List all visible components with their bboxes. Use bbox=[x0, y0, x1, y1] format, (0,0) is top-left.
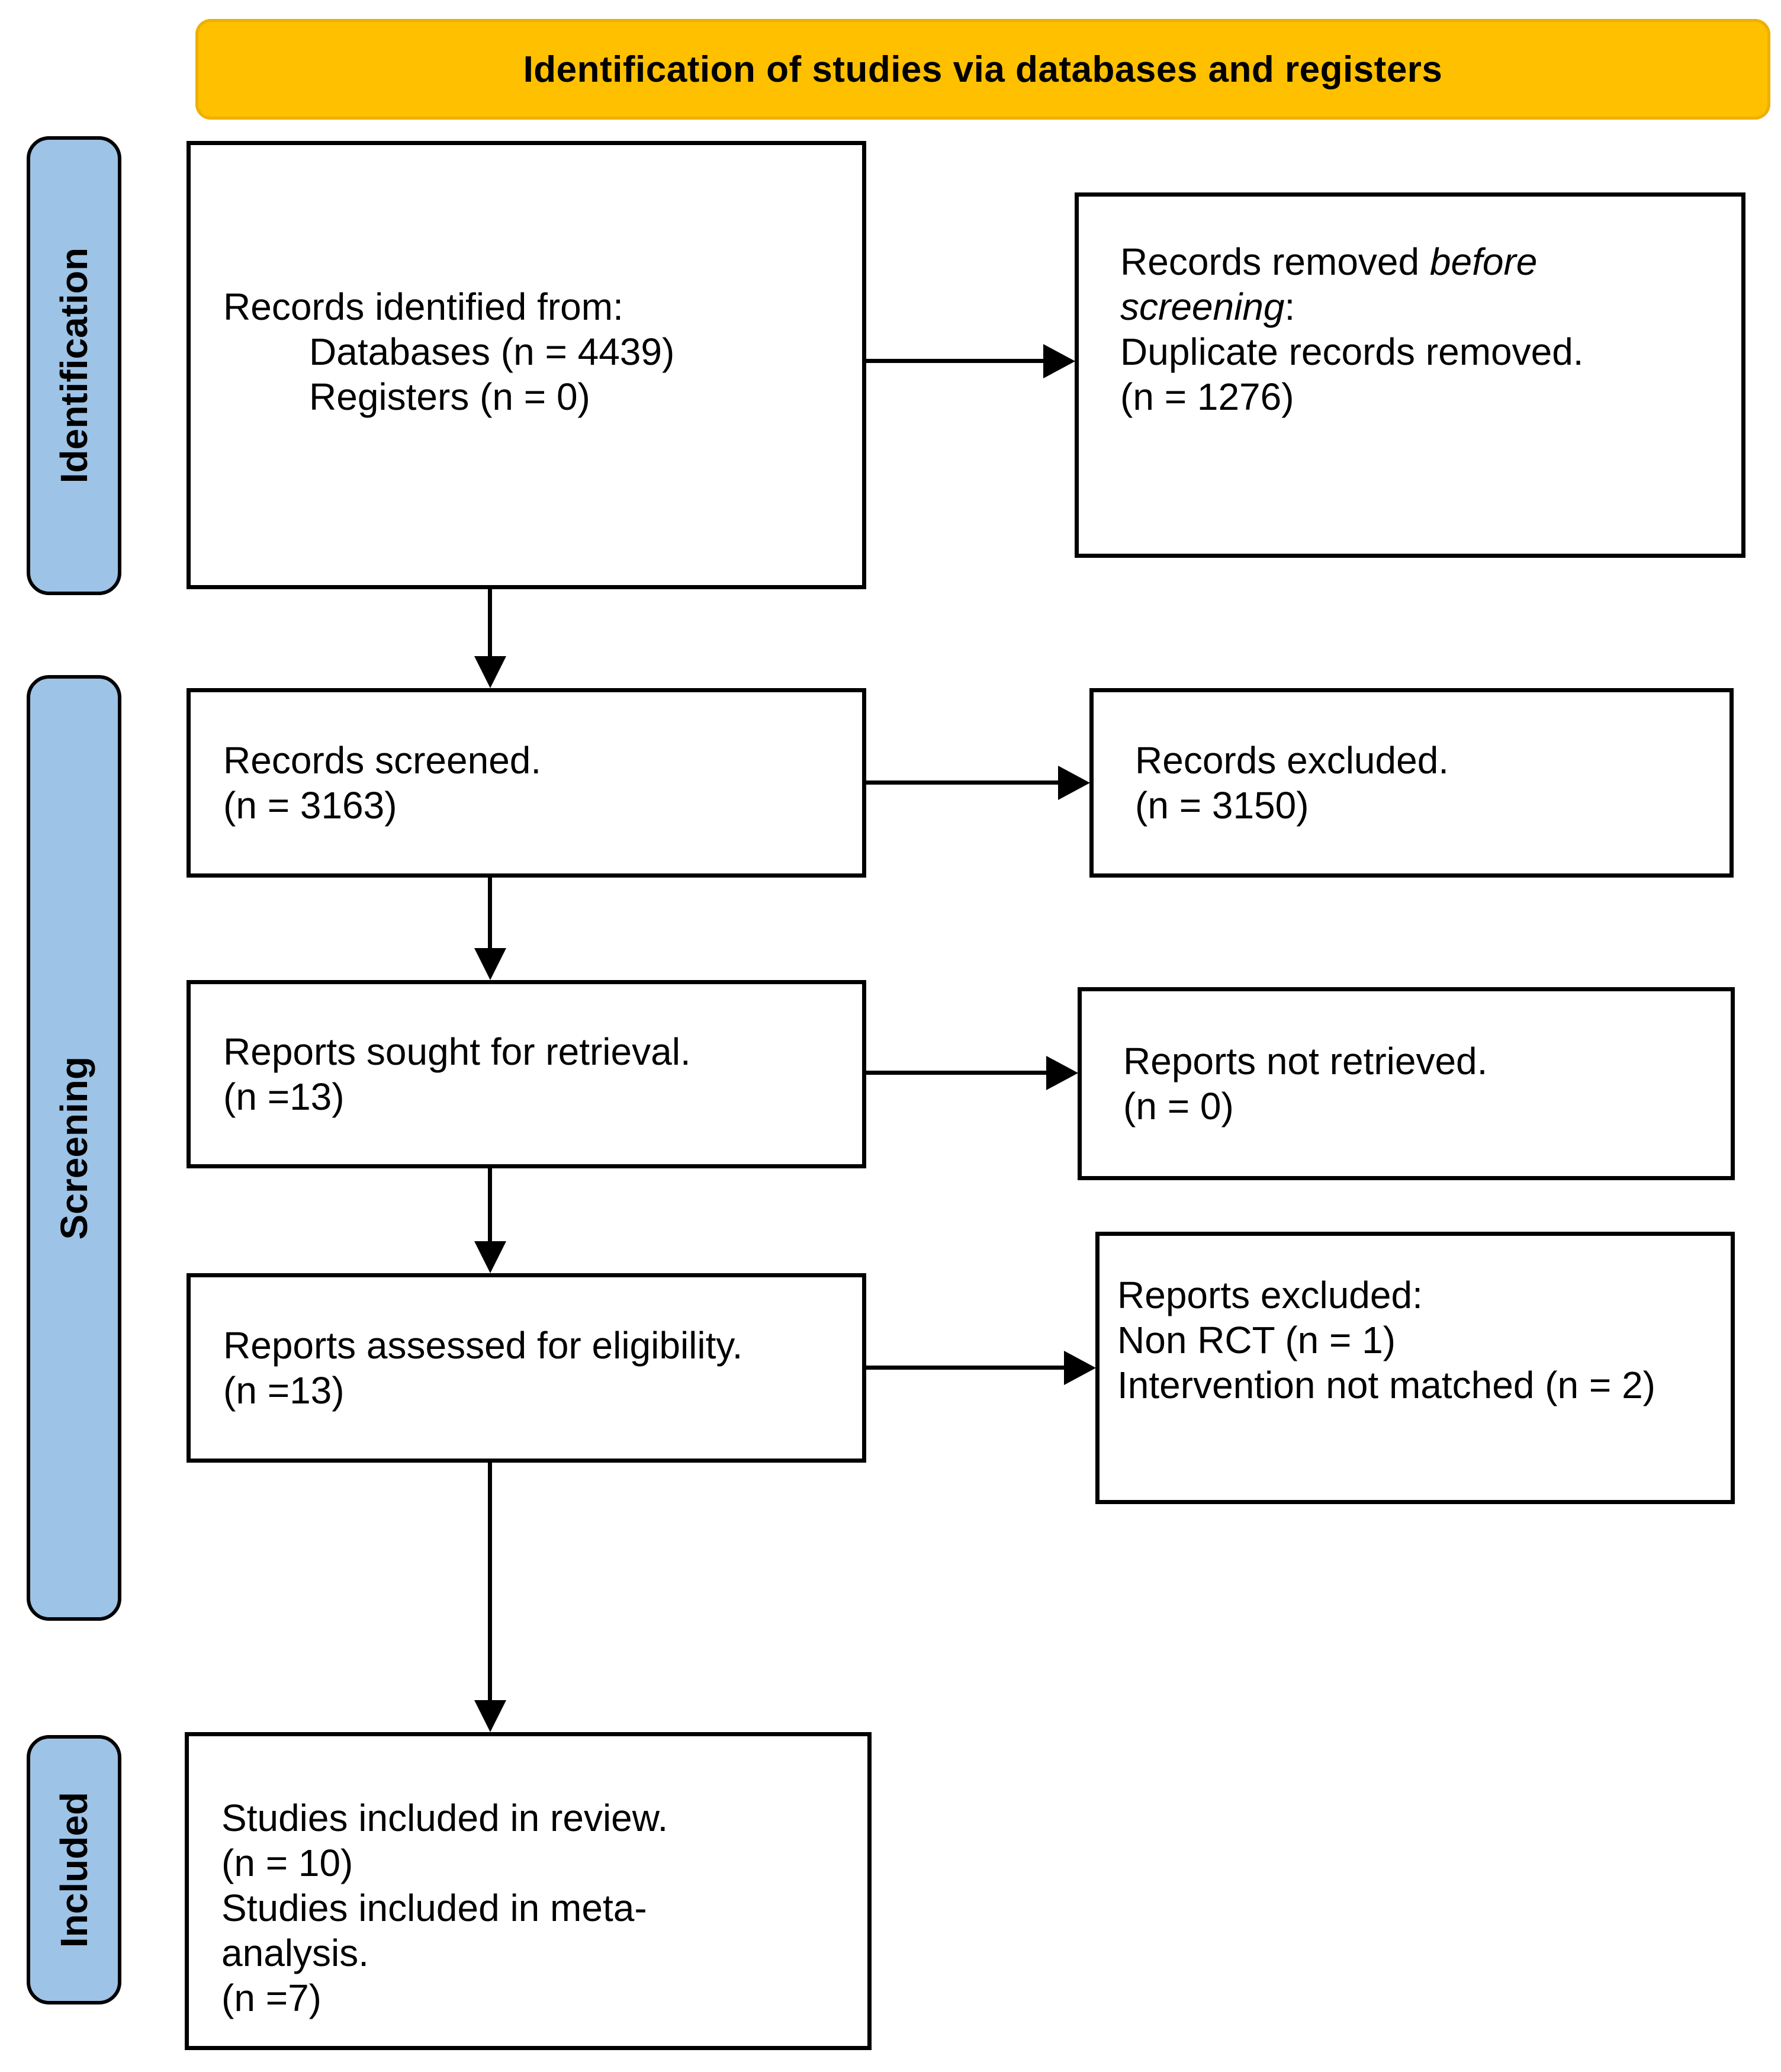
box-line: (n = 10) bbox=[221, 1842, 353, 1884]
arrow-head bbox=[1043, 344, 1075, 378]
box-line: Studies included in review. bbox=[221, 1797, 668, 1839]
stage-label-included: Included bbox=[27, 1735, 121, 2004]
header-banner: Identification of studies via databases … bbox=[195, 19, 1770, 120]
stage-label-identification-text: Identification bbox=[53, 248, 95, 484]
arrow-shaft bbox=[862, 359, 1044, 363]
box-line: (n =7) bbox=[221, 1977, 322, 2019]
arrow-shaft bbox=[488, 586, 492, 658]
box-line: Reports excluded: bbox=[1117, 1274, 1423, 1316]
arrow-shaft bbox=[862, 1071, 1047, 1075]
box-line: Records excluded. bbox=[1135, 739, 1449, 782]
box-line: (n = 3150) bbox=[1135, 784, 1309, 827]
stage-label-included-text: Included bbox=[53, 1791, 95, 1948]
arrow-head bbox=[474, 1700, 506, 1732]
box-line: (n =13) bbox=[223, 1075, 345, 1118]
box-records-removed: Records removed before screening: Duplic… bbox=[1075, 192, 1745, 558]
box-line: screening: bbox=[1120, 284, 1735, 329]
arrow-head bbox=[474, 656, 506, 688]
box-line: (n =13) bbox=[223, 1369, 345, 1412]
box-line: Records removed before bbox=[1120, 239, 1735, 284]
box-line-text-italic: screening bbox=[1120, 285, 1285, 328]
box-studies-included: Studies included in review. (n = 10) Stu… bbox=[185, 1732, 872, 2050]
arrow-shaft bbox=[488, 1166, 492, 1244]
box-line: Reports assessed for eligibility. bbox=[223, 1324, 743, 1367]
box-records-screened: Records screened. (n = 3163) bbox=[187, 688, 866, 878]
box-line: analysis. bbox=[221, 1932, 369, 1974]
box-line: Records identified from: bbox=[223, 285, 623, 328]
box-line: (n = 3163) bbox=[223, 784, 397, 827]
box-line: Studies included in meta- bbox=[221, 1887, 647, 1929]
box-reports-assessed: Reports assessed for eligibility. (n =13… bbox=[187, 1273, 866, 1463]
box-line-text-italic: before bbox=[1429, 240, 1538, 283]
stage-label-screening-text: Screening bbox=[53, 1056, 95, 1240]
box-reports-excluded: Reports excluded: Non RCT (n = 1) Interv… bbox=[1095, 1232, 1735, 1504]
arrow-head bbox=[1046, 1056, 1078, 1090]
box-line-text: Records removed bbox=[1120, 240, 1430, 283]
box-reports-sought: Reports sought for retrieval. (n =13) bbox=[187, 980, 866, 1168]
box-line: Reports sought for retrieval. bbox=[223, 1030, 691, 1073]
box-line: (n = 0) bbox=[1123, 1085, 1234, 1127]
box-reports-not-retrieved: Reports not retrieved. (n = 0) bbox=[1078, 987, 1735, 1180]
stage-label-identification: Identification bbox=[27, 136, 121, 595]
arrow-shaft bbox=[488, 875, 492, 950]
arrow-shaft bbox=[488, 1460, 492, 1702]
box-line: Non RCT (n = 1) bbox=[1117, 1319, 1396, 1361]
arrow-head bbox=[474, 948, 506, 980]
box-line: Databases (n = 4439) bbox=[309, 330, 675, 373]
arrow-shaft bbox=[862, 1366, 1065, 1370]
box-line: Reports not retrieved. bbox=[1123, 1040, 1488, 1082]
box-line: Records screened. bbox=[223, 739, 542, 782]
box-records-excluded: Records excluded. (n = 3150) bbox=[1089, 688, 1734, 878]
arrow-head bbox=[1064, 1351, 1096, 1385]
box-line: (n = 1276) bbox=[1120, 375, 1294, 418]
box-line: Duplicate records removed. bbox=[1120, 330, 1584, 373]
arrow-head bbox=[474, 1241, 506, 1273]
arrow-shaft bbox=[862, 780, 1059, 785]
arrow-head bbox=[1058, 766, 1090, 800]
box-line: Registers (n = 0) bbox=[309, 375, 590, 418]
box-line: Intervention not matched (n = 2) bbox=[1117, 1364, 1655, 1406]
box-records-identified: Records identified from: Databases (n = … bbox=[187, 141, 866, 589]
box-line-text: : bbox=[1284, 285, 1295, 328]
stage-label-screening: Screening bbox=[27, 675, 121, 1621]
diagram-title: Identification of studies via databases … bbox=[523, 49, 1443, 90]
